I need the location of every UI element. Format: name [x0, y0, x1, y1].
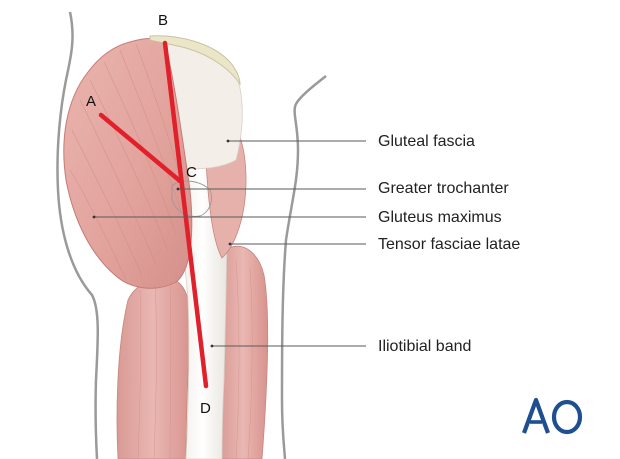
label-gluteal-fascia: Gluteal fascia	[378, 133, 475, 150]
greater-trochanter-outline	[171, 180, 212, 217]
label-gluteus-maximus: Gluteus maximus	[378, 209, 502, 226]
body-outline-right	[280, 75, 327, 459]
thigh-fibres	[137, 259, 253, 459]
label-iliotibial-band: Iliotibial band	[378, 338, 472, 355]
body-outline-left	[56, 11, 100, 459]
leader-lines	[94, 140, 366, 347]
point-b-label: B	[158, 12, 169, 29]
red-lines	[98, 40, 209, 389]
line-a-c	[98, 112, 183, 184]
ao-logo	[521, 396, 585, 436]
iliac-crest	[149, 35, 241, 86]
ao-logo-mark	[522, 397, 583, 435]
leader-dots	[92, 139, 232, 348]
point-a-label: A	[86, 93, 97, 110]
label-tensor-fasciae-latae: Tensor fasciae latae	[378, 236, 521, 253]
label-greater-trochanter: Greater trochanter	[378, 180, 509, 197]
gluteus-maximus-shape	[63, 38, 193, 289]
posterior-thigh-muscle	[116, 277, 191, 459]
point-c-label: C	[186, 164, 197, 181]
line-b-d	[162, 40, 209, 389]
point-d-label: D	[200, 400, 211, 417]
